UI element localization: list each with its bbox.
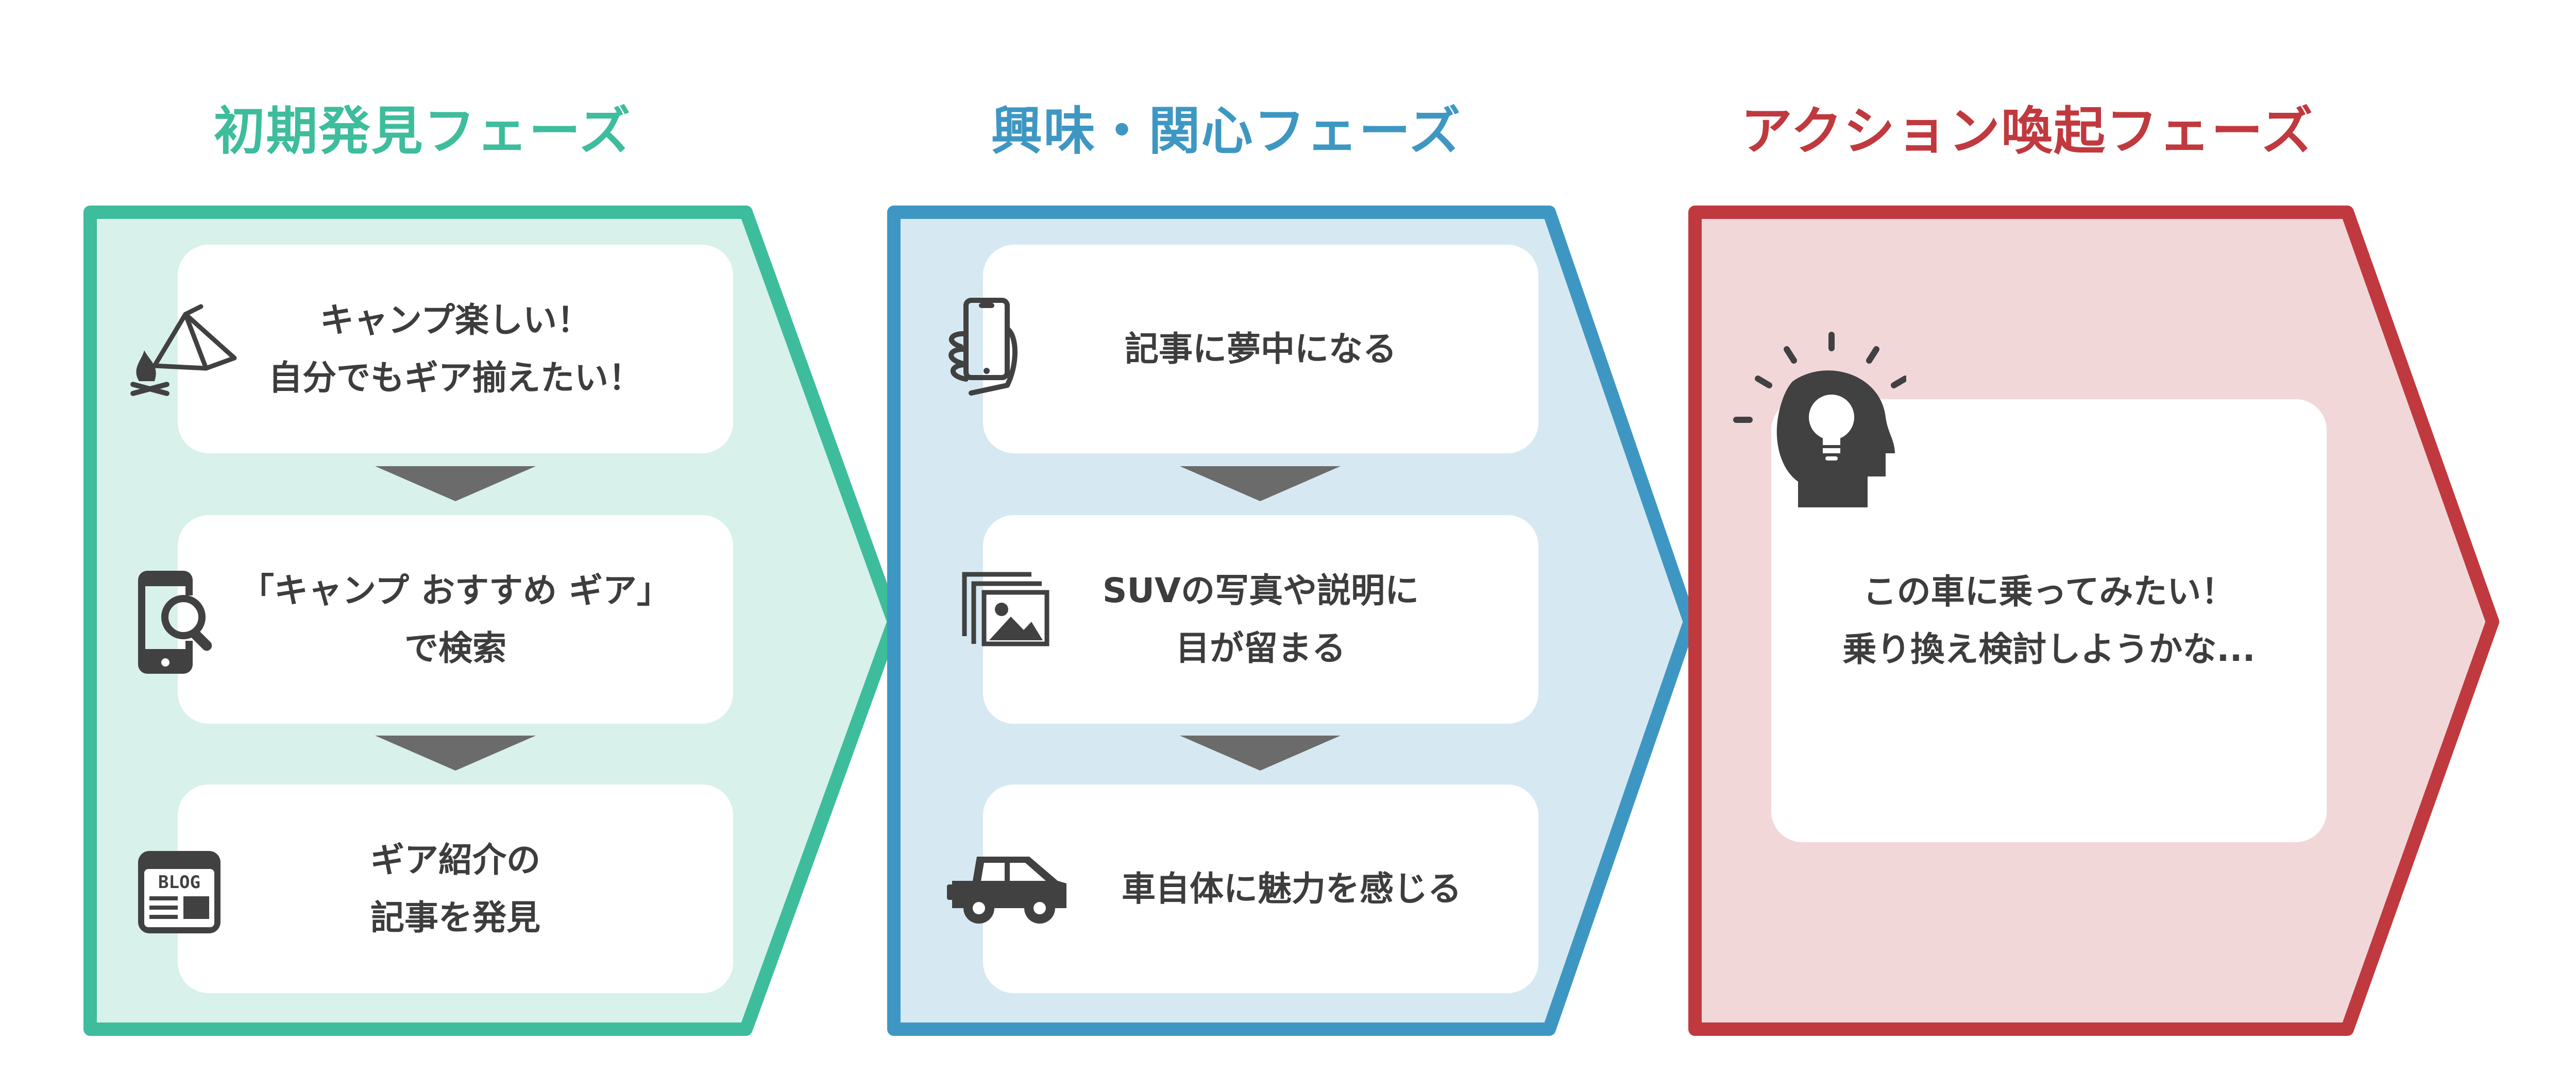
step-text-line: この車に乗ってみたい！ [1862,572,2235,611]
phase-1-title: 初期発見フェーズ [213,101,632,161]
step-card: キャンプ楽しい！ 自分でもギア揃えたい！ [178,245,733,453]
step-card: 「キャンプ おすすめ ギア」 で検索 [178,515,733,724]
step-text-line: 車自体に魅力を感じる [1122,868,1462,909]
step-text-line: 乗り換え検討しようかな... [1842,629,2256,669]
step-text-line: ギア紹介の [370,840,540,880]
step-text-line: 「キャンプ おすすめ ギア」 [240,570,671,610]
step-text-line: 自分でもギア揃えたい！ [268,357,642,398]
step-text-line: 記事に夢中になる [1125,329,1397,369]
step-card: ギア紹介の 記事を発見 [178,785,733,993]
flow-arrow-down [1180,466,1341,501]
suv-car-icon [947,857,1066,924]
idea-head-lightbulb-icon [1733,332,1906,507]
camping-tent-fire-icon [130,304,237,396]
flow-arrow-down [1180,736,1341,771]
phase-2-title: 興味・関心フェーズ [991,101,1462,161]
phase-3-title: アクション喚起フェーズ [1741,101,2314,161]
step-card: 記事に夢中になる [983,245,1538,453]
photo-gallery-icon [962,572,1049,646]
step-card: 車自体に魅力を感じる [983,785,1538,993]
step-text-line: で検索 [404,628,506,668]
step-text-line: キャンプ楽しい！ [319,300,591,340]
blog-article-icon: BLOG [138,851,221,933]
step-text-line: 記事を発見 [370,897,540,937]
flow-arrow-down [375,466,536,501]
smartphone-search-icon [138,571,212,674]
step-text-line: 目が留まる [1176,628,1346,668]
blog-label: BLOG [158,872,200,893]
hand-holding-phone-icon [948,298,1018,396]
step-card: SUVの写真や説明に 目が留まる [983,515,1538,724]
flow-arrow-down [375,736,536,771]
step-text-line: SUVの写真や説明に [1102,570,1419,610]
